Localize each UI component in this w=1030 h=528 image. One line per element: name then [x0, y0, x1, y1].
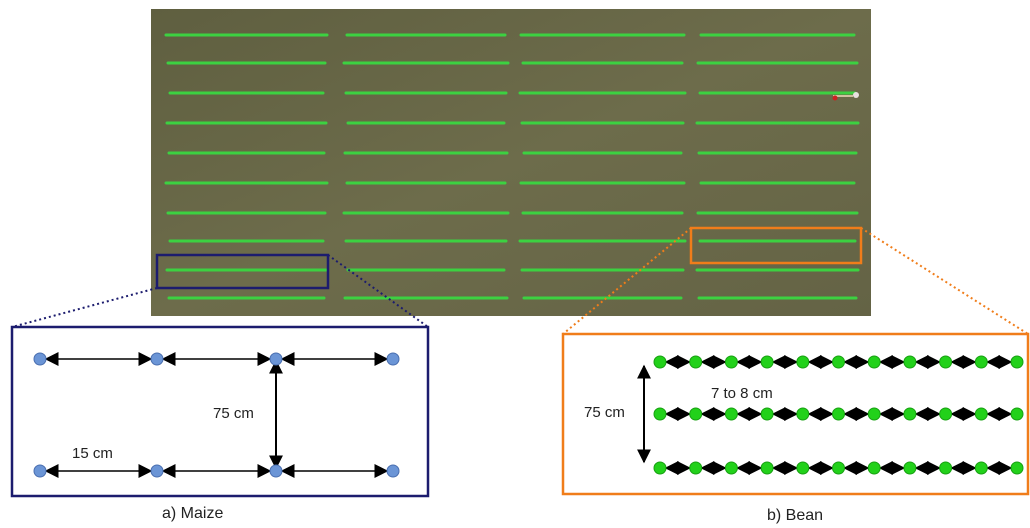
- maize-plant-dot: [269, 464, 283, 478]
- bean-plant-spacing-label: 7 to 8 cm: [711, 385, 773, 402]
- maize-plant-dot: [33, 352, 47, 366]
- bean-plant-dot: [903, 355, 917, 369]
- bean-plant-dot: [724, 355, 738, 369]
- bean-plant-dot: [689, 355, 703, 369]
- bean-plant-dot: [653, 407, 667, 421]
- bean-plant-dot: [1010, 355, 1024, 369]
- maize-plant-dot: [150, 464, 164, 478]
- maize-zoom-line-left: [11, 287, 158, 328]
- maize-spacing-arrows: [44, 352, 389, 478]
- maize-caption: a) Maize: [162, 505, 224, 522]
- aerial-field-image: [151, 9, 871, 316]
- bean-plant-dot: [724, 461, 738, 475]
- bean-plant-dot: [724, 407, 738, 421]
- maize-plant-dot: [150, 352, 164, 366]
- bean-plant-dot: [1010, 407, 1024, 421]
- field-marker: [832, 92, 859, 101]
- bean-zoom-line-right: [860, 227, 1029, 335]
- maize-plant-dot: [386, 464, 400, 478]
- bean-plant-dot: [974, 407, 988, 421]
- bean-plant-dot: [760, 355, 774, 369]
- bean-plant-dot: [689, 407, 703, 421]
- bean-plant-dot: [760, 461, 774, 475]
- bean-plant-dot: [832, 355, 845, 369]
- bean-plants: [653, 355, 1024, 475]
- bean-plant-dot: [832, 461, 845, 475]
- bean-plant-dot: [1010, 461, 1024, 475]
- bean-plant-dot: [974, 355, 988, 369]
- bean-plant-dot: [653, 355, 667, 369]
- bean-plant-dot: [867, 461, 881, 475]
- bean-plant-dot: [867, 407, 881, 421]
- bean-plant-dot: [939, 355, 953, 369]
- maize-plant-dot: [33, 464, 47, 478]
- bean-plant-dot: [689, 461, 703, 475]
- maize-selection-box: [155, 253, 330, 290]
- bean-plant-dot: [939, 407, 953, 421]
- maize-row-spacing-label: 75 cm: [213, 405, 254, 422]
- bean-plant-dot: [760, 407, 774, 421]
- bean-spacing-arrows: [664, 355, 1013, 475]
- bean-plant-dot: [974, 461, 988, 475]
- maize-plant-spacing-label: 15 cm: [72, 445, 113, 462]
- bean-plant-dot: [903, 407, 917, 421]
- bean-detail-panel: [561, 332, 1030, 496]
- crop-rows: [164, 33, 860, 300]
- bean-plant-dot: [939, 461, 953, 475]
- maize-detail-panel: [10, 325, 430, 498]
- maize-plant-dot: [269, 352, 283, 366]
- bean-plant-dot: [867, 355, 881, 369]
- maize-zoom-line-right: [327, 254, 429, 328]
- bean-plant-dot: [796, 355, 810, 369]
- bean-plant-dot: [796, 407, 810, 421]
- bean-caption: b) Bean: [767, 507, 824, 524]
- bean-plant-dot: [653, 461, 667, 475]
- bean-plant-dot: [832, 407, 845, 421]
- bean-selection-box: [689, 226, 863, 265]
- bean-row-spacing-label: 75 cm: [584, 404, 625, 421]
- bean-plant-dot: [903, 461, 917, 475]
- maize-plants: [33, 352, 400, 478]
- bean-plant-dot: [796, 461, 810, 475]
- maize-plant-dot: [386, 352, 400, 366]
